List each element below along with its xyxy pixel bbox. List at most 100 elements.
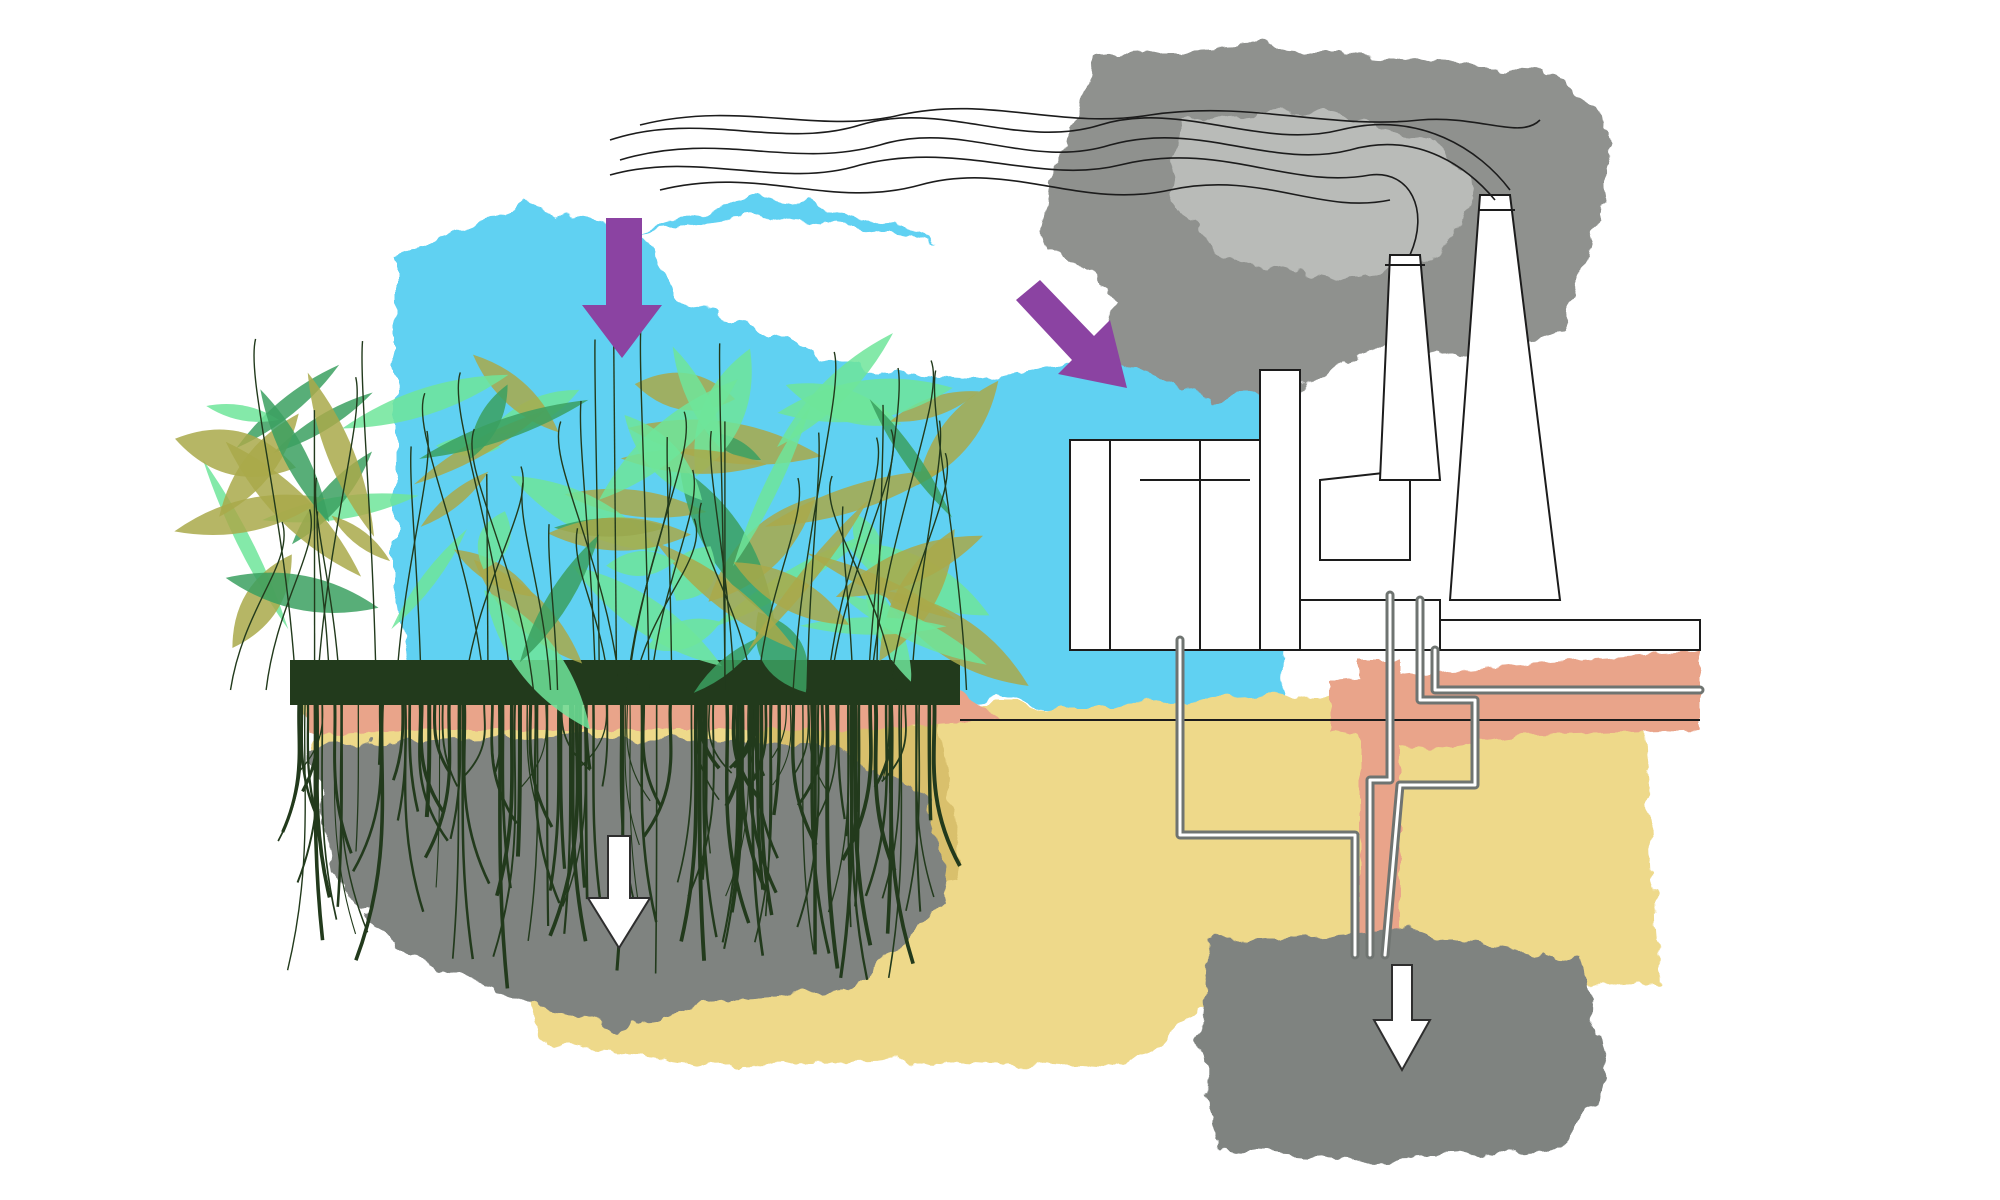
leaf: [606, 551, 676, 576]
stem: [709, 430, 736, 691]
root: [723, 682, 751, 924]
stem: [612, 339, 618, 691]
root: [839, 682, 854, 979]
root: [852, 686, 873, 946]
leaf: [748, 499, 869, 651]
root: [887, 687, 903, 978]
stem: [841, 506, 854, 691]
stem: [829, 429, 895, 691]
stem: [575, 528, 611, 691]
leaf: [733, 404, 812, 567]
co2-into-plant-arrow: [1016, 280, 1127, 388]
leaf: [260, 389, 330, 523]
root: [885, 685, 894, 934]
stem: [649, 469, 696, 691]
root: [824, 688, 840, 969]
underground-pipes: [1175, 590, 1705, 960]
leaf: [694, 348, 752, 477]
stem: [889, 452, 949, 691]
leaf: [765, 469, 944, 527]
stem: [828, 475, 897, 691]
stem: [875, 404, 884, 691]
root: [286, 682, 307, 971]
leaf: [484, 590, 590, 730]
leaf-sketch-lines: [229, 330, 968, 691]
leaf: [175, 429, 296, 477]
stem: [910, 420, 942, 691]
root: [753, 689, 774, 943]
root: [435, 682, 441, 888]
root: [545, 680, 550, 927]
stem: [806, 432, 820, 691]
root: [755, 689, 765, 890]
stem: [698, 502, 754, 691]
leaf: [890, 391, 980, 422]
root: [460, 687, 475, 960]
leaf: [342, 374, 509, 429]
stem: [639, 330, 650, 691]
stem: [627, 411, 688, 691]
root: [527, 676, 539, 941]
root: [451, 684, 460, 959]
stem: [792, 351, 837, 691]
smoke-cloud: [640, 45, 1610, 400]
leaf: [839, 593, 987, 665]
root: [354, 683, 386, 961]
stem: [314, 477, 341, 691]
leaf: [564, 488, 707, 518]
carbon-injected-underground-arrow: [1372, 964, 1432, 1073]
stem: [486, 474, 489, 691]
roots: [277, 660, 962, 989]
vegetation: [174, 330, 1029, 989]
root: [801, 679, 814, 951]
root: [872, 688, 897, 872]
stem: [826, 437, 880, 691]
stem: [316, 376, 358, 691]
power-plant: [960, 194, 1701, 721]
root: [905, 681, 921, 911]
carbon-stored-by-roots-arrow: [586, 835, 652, 950]
stem: [579, 400, 597, 691]
root: [515, 683, 523, 857]
stem: [548, 524, 559, 691]
root: [492, 683, 518, 957]
leaf: [917, 380, 999, 486]
stem: [756, 477, 801, 691]
leaf: [869, 399, 952, 518]
leaf: [419, 399, 589, 459]
stem: [867, 367, 900, 691]
leaf: [307, 372, 375, 537]
stem: [253, 338, 297, 691]
stem: [557, 421, 622, 691]
stem: [471, 428, 535, 691]
stem: [666, 437, 673, 691]
stem: [229, 521, 285, 691]
leaf: [646, 618, 721, 651]
root: [591, 687, 603, 908]
root: [336, 684, 344, 907]
root: [562, 680, 588, 907]
stem: [421, 392, 486, 691]
stem: [521, 482, 552, 691]
root: [497, 689, 510, 989]
stem: [316, 511, 331, 691]
leaf: [679, 466, 775, 621]
stem: [457, 372, 512, 691]
stem: [632, 518, 698, 691]
root: [679, 682, 699, 942]
leaf: [331, 515, 391, 562]
smoke-plume-lines: [609, 107, 1541, 256]
leaf: [547, 517, 691, 551]
root-mat: [290, 660, 960, 705]
stem: [265, 509, 312, 691]
root: [721, 682, 740, 943]
leaf: [733, 562, 850, 625]
stem: [361, 341, 377, 691]
root: [881, 681, 902, 899]
root: [759, 687, 774, 916]
leaf: [225, 572, 379, 613]
root: [914, 684, 935, 898]
leaf: [835, 535, 983, 598]
leaf: [420, 471, 489, 527]
